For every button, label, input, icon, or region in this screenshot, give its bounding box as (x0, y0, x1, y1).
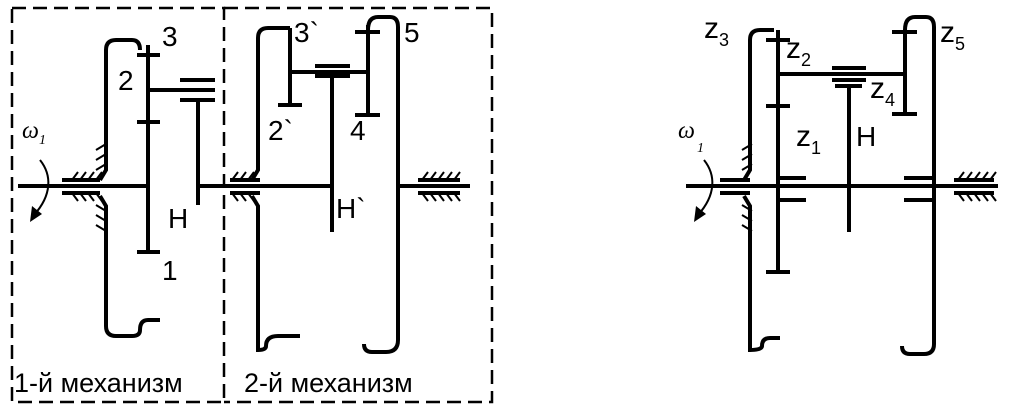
label-right-carrier-h: H (856, 121, 876, 152)
ring-gear-z3 (742, 28, 780, 353)
label-mechanism-2: 2-й механизм (244, 368, 413, 398)
ring-gear-5 (362, 15, 400, 354)
mechanism-1-box (10, 6, 226, 404)
left-diagram: ω1 3 2 (10, 6, 494, 404)
label-gear-5: 5 (404, 17, 420, 48)
left-omega-arrow (30, 159, 50, 222)
mechanism-2-box (224, 6, 494, 404)
label-gear-3: 3 (162, 21, 178, 52)
ring-gear-3 (98, 38, 160, 338)
label-carrier-h2: H` (336, 193, 366, 224)
label-mechanism-1: 1-й механизм (14, 368, 183, 398)
label-z5: z5 (940, 16, 965, 54)
left-omega-label: ω1 (22, 118, 46, 148)
label-z2: z2 (786, 32, 811, 70)
label-z1: z1 (796, 120, 821, 158)
label-gear-2: 2 (118, 65, 134, 96)
left-input-shaft (18, 143, 148, 232)
right-omega-arrow (697, 159, 714, 216)
label-gear-2p: 2` (268, 115, 293, 146)
right-diagram: ω1 z3 z2 z4 z5 z1 H (678, 12, 998, 356)
label-gear-4: 4 (350, 115, 366, 146)
label-gear-3p: 3` (294, 17, 319, 48)
ring-gear-3p (250, 26, 300, 353)
right-omega-label: ω1 (678, 118, 704, 156)
label-gear-1: 1 (162, 255, 178, 286)
label-z4: z4 (870, 72, 895, 110)
label-carrier-h: H (168, 203, 188, 234)
label-z3: z3 (704, 12, 729, 50)
